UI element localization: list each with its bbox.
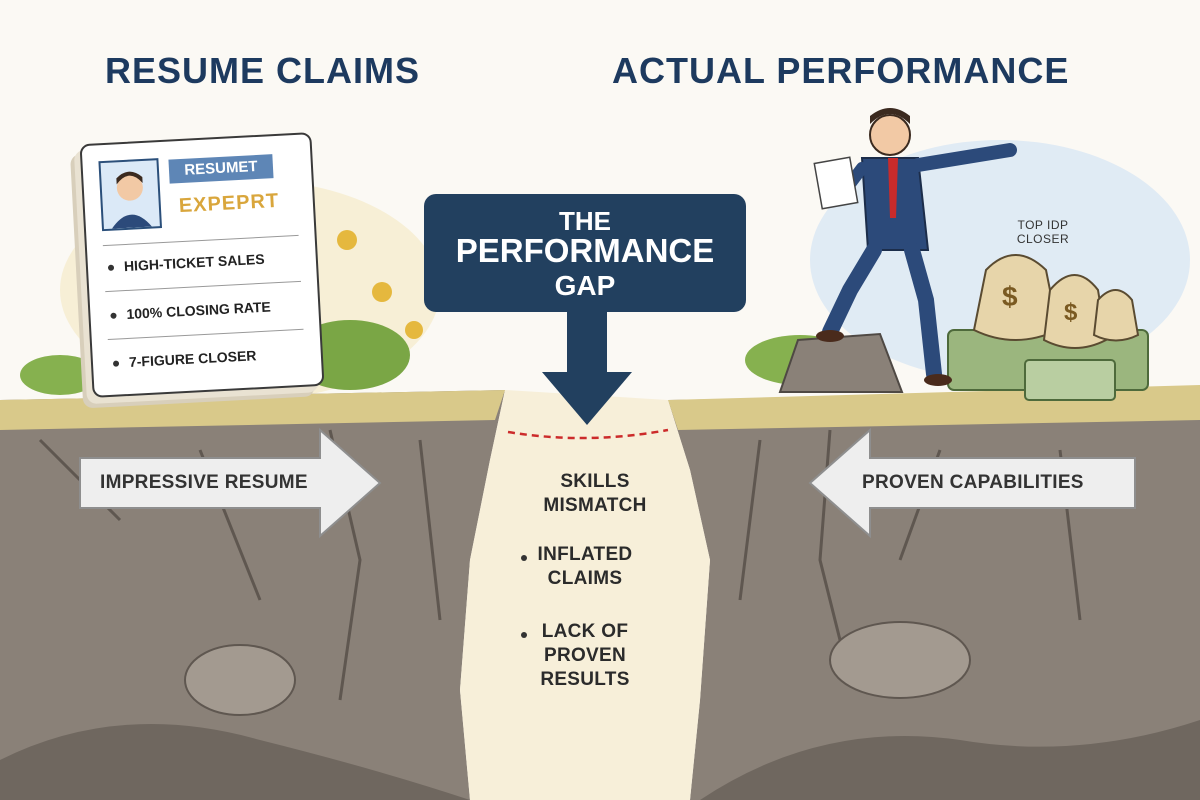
gap-item-lack-of-proven-results: LACK OF PROVEN RESULTS xyxy=(540,621,630,690)
divider xyxy=(102,234,299,247)
heading-actual-performance: ACTUAL PERFORMANCE xyxy=(612,50,1070,91)
businessman-figure xyxy=(813,108,1017,386)
svg-text:$: $ xyxy=(1002,281,1018,312)
left-pointing-arrow xyxy=(808,427,1136,539)
resume-photo-avatar xyxy=(98,158,163,232)
proven-capabilities-label: PROVEN CAPABILITIES xyxy=(862,472,1084,493)
bullet-icon xyxy=(112,360,120,368)
money-bag-icon xyxy=(1092,289,1140,342)
resume-tag: RESUMET xyxy=(168,154,274,184)
divider xyxy=(107,328,304,341)
top-closer-label: TOP IDP CLOSER xyxy=(1016,218,1070,246)
left-cliff-top xyxy=(0,390,505,430)
heading-resume-claims: RESUME CLAIMS xyxy=(105,50,421,91)
bullet-icon xyxy=(521,632,527,638)
svg-text:$: $ xyxy=(1064,299,1078,326)
down-arrow xyxy=(542,310,632,425)
performance-gap-box: THE PERFORMANCE GAP xyxy=(424,194,746,312)
divider xyxy=(105,280,302,293)
resume-item: 100% CLOSING RATE xyxy=(110,298,271,322)
resume-item: 7-FIGURE CLOSER xyxy=(112,347,257,370)
gap-item-skills-mismatch: SKILLS MISMATCH xyxy=(543,471,647,516)
right-pointing-arrow xyxy=(79,427,382,539)
coin-icon xyxy=(372,282,392,302)
gap-item-inflated-claims: INFLATED CLAIMS xyxy=(537,544,633,589)
gap-title-line-1: THE xyxy=(559,206,611,236)
bullet-icon xyxy=(521,555,527,561)
coin-icon xyxy=(337,230,357,250)
resume-expert-label: EXPEPRT xyxy=(178,189,280,218)
gap-title-line-3: GAP xyxy=(554,270,616,301)
impressive-resume-label: IMPRESSIVE RESUME xyxy=(100,472,308,493)
rock-pedestal xyxy=(778,332,904,393)
bullet-icon xyxy=(110,312,117,320)
chasm xyxy=(460,390,710,800)
gap-dashed-line xyxy=(507,428,669,440)
bullet-icon xyxy=(107,264,115,272)
coin-icon xyxy=(405,321,423,339)
resume-item: HIGH-TICKET SALES xyxy=(107,251,265,275)
gap-title-line-2: PERFORMANCE xyxy=(455,232,715,269)
resume-card: RESUMET EXPEPRT HIGH-TICKET SALES 100% C… xyxy=(79,132,325,398)
